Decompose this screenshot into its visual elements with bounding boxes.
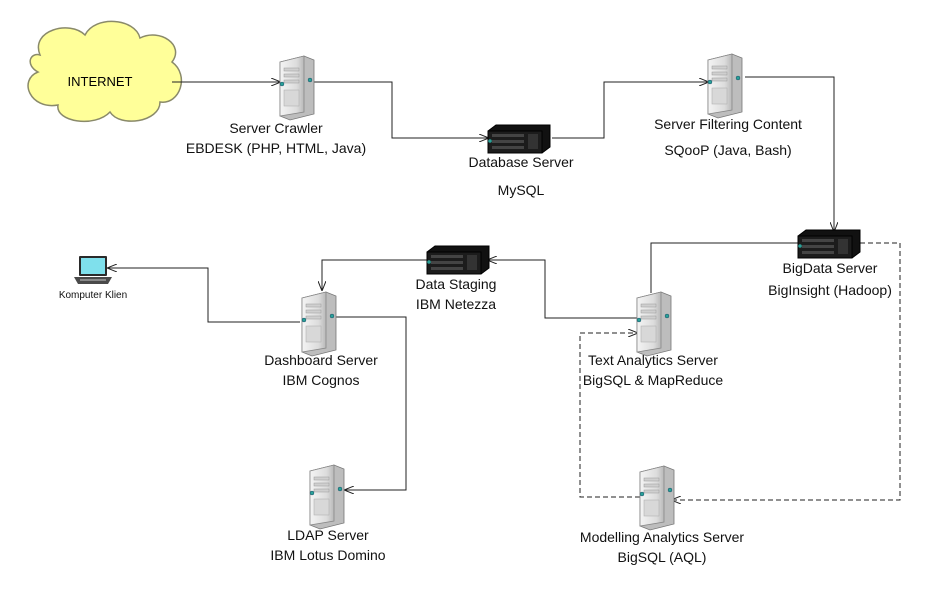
link-bigdata-modelling — [672, 242, 901, 500]
text-analytics-label: Text Analytics Server BigSQL & MapReduce — [583, 350, 723, 390]
dashboard-software: IBM Cognos — [282, 372, 360, 388]
staging-software: IBM Netezza — [415, 296, 497, 312]
filtering-name: Server Filtering Content — [654, 116, 802, 132]
crawler-server-icon — [279, 55, 315, 121]
text-analytics-server-icon — [636, 291, 672, 357]
internet-label: INTERNET — [68, 74, 133, 89]
dashboard-label: Dashboard Server IBM Cognos — [264, 350, 378, 390]
staging-server-icon — [426, 245, 490, 275]
bigdata-label: BigData Server BigInsight (Hadoop) — [768, 258, 892, 300]
link-modelling-text — [579, 333, 640, 498]
modelling-label: Modelling Analytics Server BigSQL (AQL) — [580, 527, 744, 567]
link-dashboard-ldap — [336, 316, 407, 490]
filtering-label: Server Filtering Content SQooP (Java, Ba… — [654, 114, 802, 160]
laptop-icon — [74, 256, 112, 284]
ldap-server-icon — [309, 464, 345, 530]
text-analytics-name: Text Analytics Server — [588, 352, 718, 368]
dashboard-server-icon — [301, 291, 337, 357]
filtering-server-icon — [707, 53, 743, 119]
crawler-name: Server Crawler — [229, 120, 323, 136]
connectors — [108, 76, 901, 500]
bigdata-software: BigInsight (Hadoop) — [768, 282, 892, 298]
modelling-software: BigSQL (AQL) — [617, 549, 707, 565]
dashboard-name: Dashboard Server — [264, 352, 378, 368]
staging-label: Data Staging IBM Netezza — [416, 274, 497, 314]
database-name: Database Server — [468, 154, 574, 170]
modelling-name: Modelling Analytics Server — [579, 529, 745, 545]
bigdata-server-icon — [797, 229, 861, 259]
database-label: Database Server MySQL — [468, 152, 573, 200]
link-bigdata-text — [650, 242, 800, 293]
text-analytics-software: BigSQL & MapReduce — [582, 372, 724, 388]
ldap-name: LDAP Server — [287, 527, 369, 543]
client-label: Komputer Klien — [59, 290, 127, 302]
client-name: Komputer Klien — [58, 290, 128, 301]
ldap-label: LDAP Server IBM Lotus Domino — [270, 525, 385, 565]
database-software: MySQL — [497, 182, 545, 198]
internet-cloud-icon: INTERNET — [27, 20, 183, 123]
database-server-icon — [487, 124, 551, 154]
modelling-server-icon — [639, 465, 675, 531]
rack-servers — [426, 124, 861, 275]
link-text-staging — [488, 260, 640, 319]
filtering-software: SQooP (Java, Bash) — [664, 142, 792, 158]
link-filtering-bigdata — [745, 76, 834, 231]
bigdata-name: BigData Server — [782, 260, 878, 276]
staging-name: Data Staging — [415, 276, 497, 292]
link-dashboard-client — [108, 268, 300, 323]
ldap-software: IBM Lotus Domino — [270, 547, 386, 563]
link-database-filtering — [552, 82, 708, 139]
link-staging-dashboard — [322, 259, 427, 290]
crawler-software: EBDESK (PHP, HTML, Java) — [185, 140, 367, 156]
link-crawler-database — [312, 81, 488, 138]
tower-servers — [279, 53, 743, 531]
crawler-label: Server Crawler EBDESK (PHP, HTML, Java) — [186, 118, 366, 158]
